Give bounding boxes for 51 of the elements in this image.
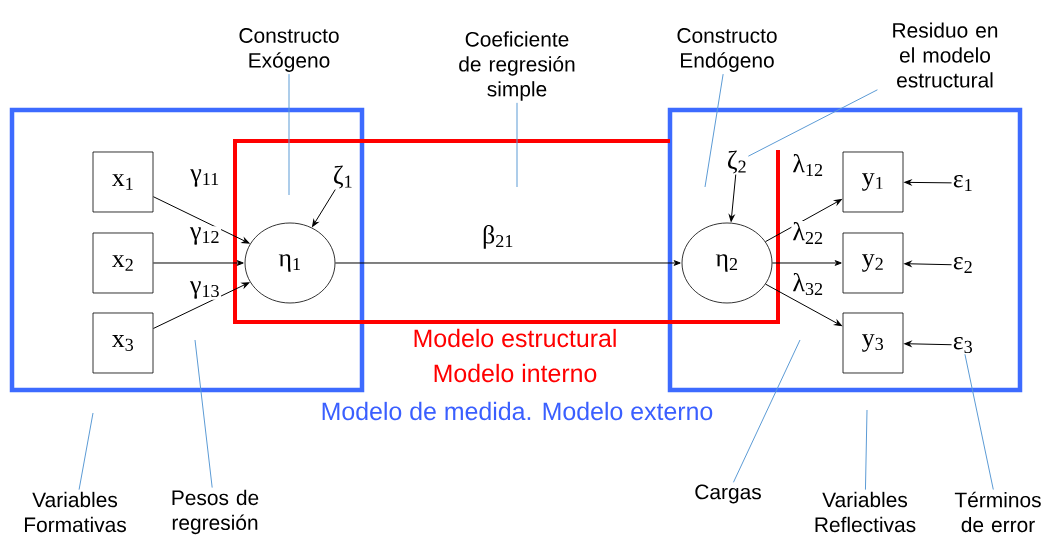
greek-symbol: ε$_{1}$: [953, 175, 972, 191]
greek-symbol: ζ$_{2}$: [728, 150, 746, 174]
greek-symbol: ε$_{3}$: [953, 336, 972, 354]
annotation-text: Constructo Exógeno: [239, 28, 339, 72]
annotation-text: Variables Reflectivas: [815, 491, 916, 533]
greek-symbol: ζ$_{1}$: [334, 165, 352, 189]
arrow: [334, 260, 681, 266]
arrow: [152, 260, 244, 266]
variable-box: y$_{2}$: [842, 232, 904, 294]
leader-line: [288, 73, 290, 196]
arrow: [152, 196, 250, 244]
annotation-text: Variables Formativas: [25, 491, 126, 533]
edge-label: λ$_{32}$: [791, 271, 825, 297]
arrow: [904, 340, 953, 347]
model-label: Modelo de medida. Modelo externo: [322, 401, 713, 421]
edge-label: γ$_{13}$: [188, 280, 222, 300]
annotation-text: Coeficiente de regresión simple: [459, 31, 575, 101]
leader-line: [747, 89, 878, 157]
leader-line: [732, 339, 801, 483]
arrow: [312, 189, 336, 227]
edge-label: γ$_{11}$: [189, 168, 221, 188]
arrow: [904, 179, 953, 186]
greek-symbol: ε$_{2}$: [953, 257, 972, 273]
edge-label: λ$_{22}$: [791, 221, 825, 245]
arrow: [771, 260, 842, 266]
leader-line: [864, 409, 868, 491]
variable-box: x$_{2}$: [92, 232, 154, 294]
model-label: Modelo estructural: [414, 328, 616, 348]
edge-label: λ$_{12}$: [791, 153, 825, 177]
variable-box: y$_{3}$: [842, 312, 904, 374]
leader-line: [704, 73, 724, 188]
variable-box: x$_{3}$: [92, 312, 154, 374]
leader-line: [78, 412, 94, 491]
annotation-text: Residuo en el modelo estructural: [893, 22, 998, 88]
arrow: [904, 260, 953, 267]
variable-box: x$_{1}$: [92, 151, 154, 213]
arrow: [152, 282, 250, 329]
arrow: [728, 174, 737, 222]
edge-label: γ$_{12}$: [188, 226, 222, 246]
leader-line: [516, 102, 518, 188]
annotation-text: Cargas: [695, 484, 761, 504]
annotation-text: Pesos de regresión: [172, 489, 259, 535]
edge-label: β$_{21}$: [481, 224, 515, 250]
arrow: [765, 199, 842, 243]
leader-line: [964, 353, 994, 491]
annotation-text: Constructo Endógeno: [677, 28, 777, 72]
model-label: Modelo interno: [434, 363, 597, 383]
annotation-text: Términos de error: [954, 491, 1041, 533]
arrow: [765, 283, 842, 327]
leader-line: [194, 339, 213, 489]
variable-box: y$_{1}$: [842, 151, 904, 213]
